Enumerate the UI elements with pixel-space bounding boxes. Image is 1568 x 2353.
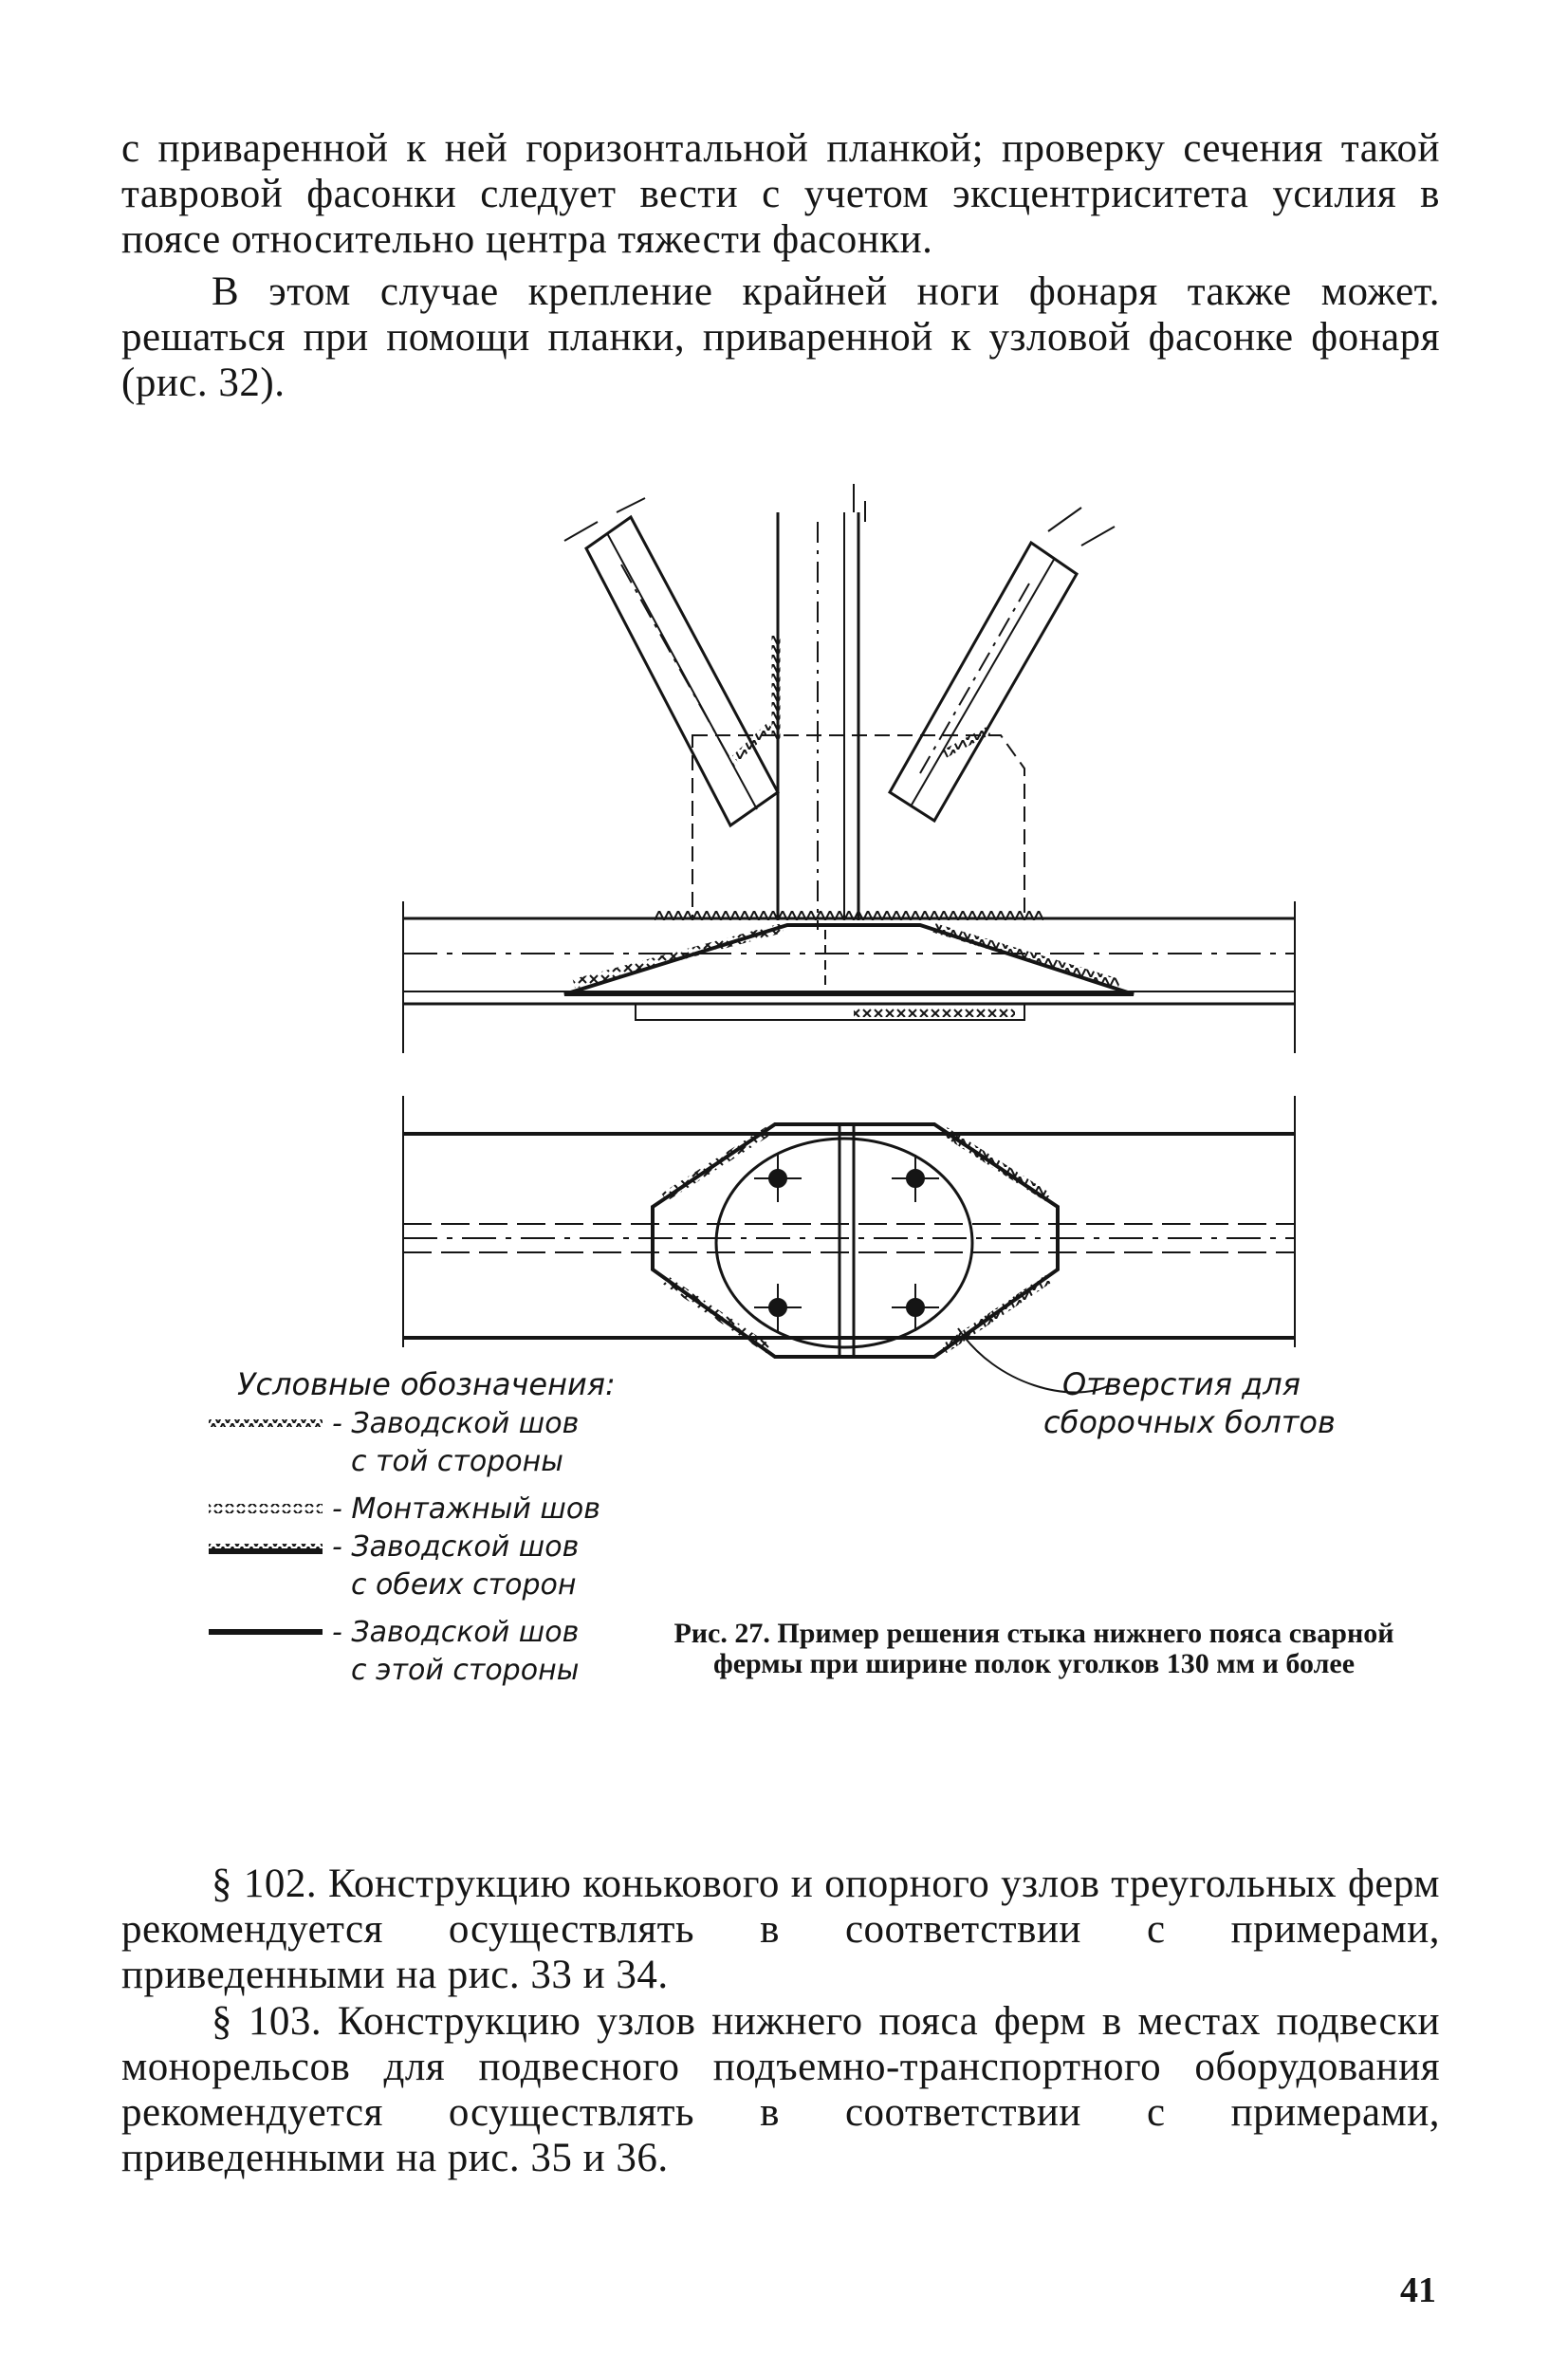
truss-joint-drawing: Условные обозначения: - Заводской шов с … <box>209 484 1336 1687</box>
legend-item-shop-weld-near-note: с этой стороны <box>351 1654 579 1687</box>
paragraph-lantern-leg: В этом случае крепление крайней ноги фон… <box>121 269 1440 405</box>
legend-item-shop-weld-far: - Заводской шов <box>332 1407 579 1440</box>
legend: Условные обозначения: - Заводской шов с … <box>209 1366 616 1687</box>
legend-item-shop-weld-both-note: с обеих сторон <box>351 1568 576 1602</box>
figure-caption: Рис. 27. Пример решения стыка нижнего по… <box>673 1618 1394 1679</box>
paragraph-intro: с приваренной к ней горизонтальной планк… <box>121 126 1440 262</box>
legend-item-field-weld: - Монтажный шов <box>332 1492 600 1526</box>
holes-label-line2: сборочных болтов <box>1043 1404 1336 1440</box>
paragraph-102: § 102. Конструкцию конькового и опорного… <box>121 1862 1440 1997</box>
figure-27: Условные обозначения: - Заводской шов с … <box>190 484 1423 1746</box>
legend-title: Условные обозначения: <box>237 1366 616 1402</box>
legend-item-shop-weld-near: - Заводской шов <box>332 1616 579 1649</box>
paragraph-103: § 103. Конструкцию узлов нижнего пояса ф… <box>121 1999 1440 2180</box>
legend-item-shop-weld-far-note: с той стороны <box>351 1445 563 1478</box>
page-number: 41 <box>1400 2270 1436 2310</box>
legend-item-shop-weld-both: - Заводской шов <box>332 1530 579 1564</box>
elevation-view <box>402 484 1296 1053</box>
plan-view <box>402 1096 1296 1394</box>
holes-label: Отверстия для <box>1062 1366 1301 1402</box>
